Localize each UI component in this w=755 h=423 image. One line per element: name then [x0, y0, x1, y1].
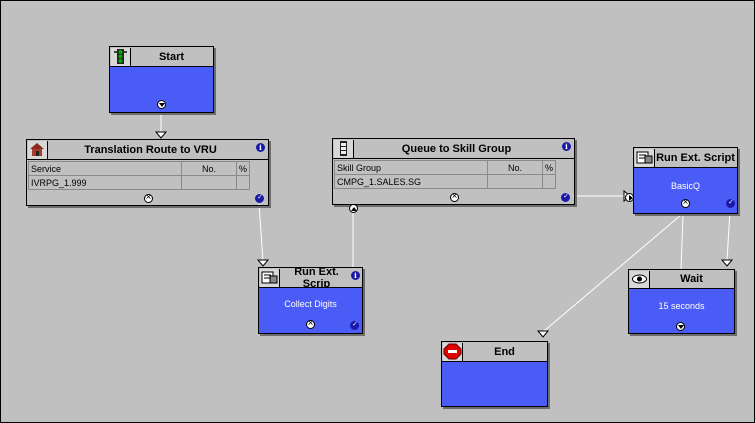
wire-basic-end-2: [680, 214, 684, 270]
table-cell: IVRPG_1.999: [28, 175, 182, 190]
wire-translation-collect: [258, 203, 264, 262]
node-end[interactable]: End: [441, 341, 548, 407]
table-cell: [235, 175, 251, 190]
table-header-row: Service No. %: [28, 161, 251, 176]
stop-icon: [443, 343, 463, 361]
success-port[interactable]: [255, 193, 264, 203]
column-header: No.: [181, 161, 237, 176]
table-cell: [541, 174, 557, 189]
node-translation-route[interactable]: Translation Route to VRU i Service No. %…: [26, 139, 269, 206]
failure-port[interactable]: [144, 192, 153, 203]
node-run-basicq-subtitle: BasicQ: [670, 181, 700, 191]
wire-basic-end: [543, 214, 682, 332]
failure-port[interactable]: [450, 191, 459, 202]
queue-icon: [334, 140, 354, 158]
traffic-light-icon: [111, 48, 131, 66]
output-port[interactable]: [676, 322, 685, 331]
wire-basic-wait: [726, 210, 731, 261]
node-queue-skill-group[interactable]: Queue to Skill Group i Skill Group No. %…: [332, 138, 575, 213]
input-port[interactable]: [625, 193, 634, 202]
service-table: Service No. % IVRPG_1.999: [28, 161, 251, 190]
failure-port[interactable]: [306, 318, 315, 329]
input-port[interactable]: [349, 204, 358, 213]
arrow-head: [256, 259, 270, 267]
script-icon: [260, 269, 280, 287]
script-icon: [635, 149, 655, 167]
column-header: Skill Group: [334, 160, 488, 175]
node-queue-title: Queue to Skill Group: [401, 142, 512, 155]
skill-group-table: Skill Group No. % CMPG_1.SALES.SG: [334, 160, 557, 189]
success-port[interactable]: [726, 198, 735, 208]
table-cell: CMPG_1.SALES.SG: [334, 174, 488, 189]
output-port[interactable]: [157, 100, 166, 109]
info-icon[interactable]: i: [562, 142, 571, 151]
arrow-head: [154, 131, 168, 139]
node-wait[interactable]: Wait 15 seconds: [628, 269, 735, 334]
success-port[interactable]: [350, 320, 359, 330]
arrow-head: [720, 259, 734, 267]
table-header-row: Skill Group No. %: [334, 160, 557, 175]
node-translation-title: Translation Route to VRU: [84, 143, 217, 156]
node-wait-subtitle: 15 seconds: [658, 301, 705, 311]
node-run-basicq-title: Run Ext. Script: [656, 151, 735, 164]
table-row: CMPG_1.SALES.SG: [334, 174, 557, 189]
info-icon[interactable]: i: [256, 143, 265, 152]
column-header: Service: [28, 161, 182, 176]
failure-port[interactable]: [681, 197, 690, 208]
column-header: %: [235, 161, 251, 176]
table-cell: [181, 175, 237, 190]
node-run-ext-script-basicq[interactable]: Run Ext. Script BasicQ: [625, 147, 738, 214]
eye-icon: [630, 271, 650, 288]
success-port[interactable]: [561, 192, 570, 202]
node-end-title: End: [494, 345, 515, 358]
node-wait-title: Wait: [680, 273, 703, 285]
column-header: No.: [487, 160, 543, 175]
info-icon[interactable]: i: [351, 271, 360, 280]
arrow-head: [536, 330, 550, 338]
table-row: IVRPG_1.999: [28, 175, 251, 190]
node-start-title: Start: [158, 50, 185, 63]
route-icon: [28, 141, 48, 159]
table-cell: [487, 174, 543, 189]
column-header: %: [541, 160, 557, 175]
node-start[interactable]: Start: [109, 46, 214, 113]
node-run-collect-subtitle: Collect Digits: [284, 299, 337, 309]
node-run-collect-title: Run Ext. Scrip: [294, 265, 339, 290]
node-run-ext-script-collect-digits[interactable]: Run Ext. Scrip i Collect Digits: [258, 265, 363, 334]
